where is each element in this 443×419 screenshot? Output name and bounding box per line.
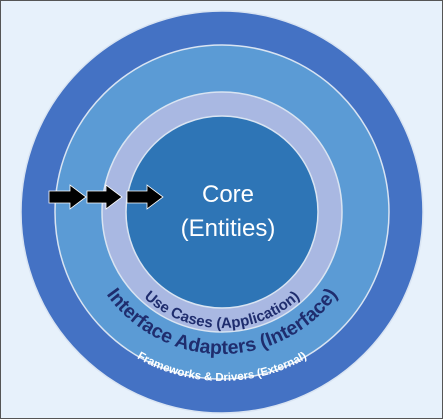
core-title: Core — [202, 181, 254, 208]
core-entities-circle — [125, 115, 319, 309]
right-arrow-icon — [126, 184, 164, 210]
right-arrow-icon — [48, 184, 87, 210]
right-arrow-icon — [86, 184, 123, 210]
arrow-group — [48, 184, 164, 210]
core-subtitle: (Entities) — [181, 215, 276, 242]
